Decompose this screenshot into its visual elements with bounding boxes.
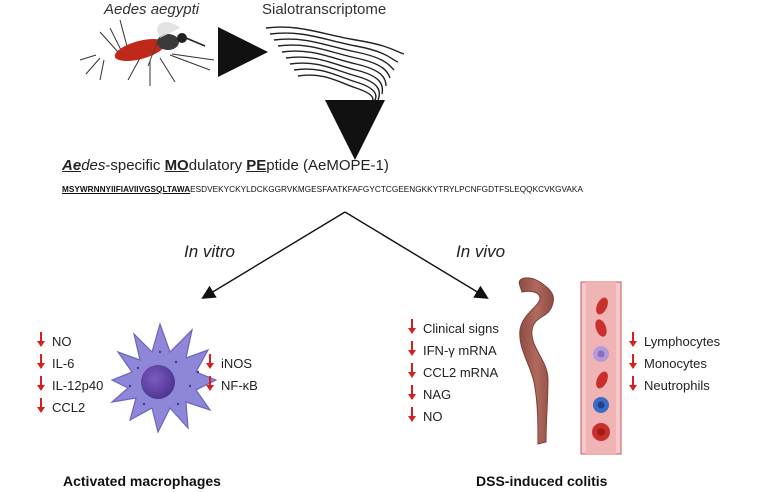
marker-lymphocytes: Lymphocytes [628,330,720,352]
species-label: Aedes aegypti [104,1,200,18]
marker-label: IL-12p40 [52,377,104,393]
down-arrow-icon [205,353,215,373]
blood-vessel-icon [580,281,622,455]
down-arrow-icon [407,340,417,360]
mature-sequence: ESDVEKYCKYLDCKGGRVKMGESFAATKFAFGYCTCGEEN… [190,185,583,194]
down-arrow-icon [36,375,46,395]
marker-label: IL-6 [52,355,75,371]
down-arrow-icon [407,384,417,404]
marker-label: Clinical signs [423,320,499,336]
macrophage-markers-left: NO IL-6 IL-12p40 CCL2 [36,330,103,418]
down-arrow-icon [36,397,46,417]
sialotranscriptome-label: Sialotranscriptome [262,1,387,18]
marker-label: NF-κB [221,377,258,393]
transcriptome-icon [265,26,405,107]
in-vitro-label: In vitro [184,242,236,261]
macrophage-icon [110,322,218,434]
marker-ccl2-mrna: CCL2 mRNA [407,361,499,383]
marker-label: NO [423,408,443,424]
colon-icon [518,277,554,445]
marker-label: IFN-γ mRNA [423,342,497,358]
marker-il6: IL-6 [36,352,103,374]
marker-il12p40: IL-12p40 [36,374,103,396]
marker-label: iNOS [221,355,253,371]
down-arrow-icon [205,375,215,395]
down-arrow-icon [628,331,638,351]
peptide-name-specific: -specific [105,157,165,174]
marker-no: NO [36,330,103,352]
down-arrow-icon [36,353,46,373]
down-arrow-icon [628,353,638,373]
activated-macrophages-label: Activated macrophages [63,473,221,489]
signal-sequence: MSYWRNNYIIFIAVIIVGSQLTAWA [62,185,191,194]
marker-nag: NAG [407,383,499,405]
mosquito-icon [79,19,215,86]
marker-label: CCL2 mRNA [423,364,499,380]
marker-inos: iNOS [205,352,258,374]
down-arrow-icon [36,331,46,351]
down-arrow-icon [407,318,417,338]
marker-ifng-mrna: IFN-γ mRNA [407,339,499,361]
down-arrow-icon [407,406,417,426]
peptide-name-pe-rest: ptide (AeMOPE-1) [266,157,389,174]
down-arrow-icon [407,362,417,382]
marker-label: Lymphocytes [644,333,721,349]
dss-colitis-label: DSS-induced colitis [476,473,608,489]
down-arrow-icon [628,375,638,395]
marker-label: CCL2 [52,399,86,415]
marker-ccl2: CCL2 [36,396,103,418]
marker-nfkb: NF-κB [205,374,258,396]
marker-monocytes: Monocytes [628,352,720,374]
peptide-name: Aedes-specific MOdulatory PEptide (AeMOP… [62,157,389,174]
peptide-name-ae-rest: des [81,157,106,174]
macrophage-markers-right: iNOS NF-κB [205,352,258,396]
cell-markers: Lymphocytes Monocytes Neutrophils [628,330,720,396]
marker-label: Neutrophils [644,377,710,393]
in-vivo-label: In vivo [456,242,506,261]
peptide-name-pe: PE [246,157,267,174]
marker-neutrophils: Neutrophils [628,374,720,396]
marker-no-colitis: NO [407,405,499,427]
peptide-sequence: MSYWRNNYIIFIAVIIVGSQLTAWAESDVEKYCKYLDCKG… [62,185,583,194]
marker-clinical-signs: Clinical signs [407,317,499,339]
peptide-name-mo-rest: dulatory [188,157,247,174]
peptide-name-ae: Ae [62,157,82,174]
marker-label: NO [52,333,72,349]
marker-label: NAG [423,386,452,402]
marker-label: Monocytes [644,355,707,371]
peptide-name-mo: MO [164,157,189,174]
colitis-markers: Clinical signs IFN-γ mRNA CCL2 mRNA NAG … [407,317,499,427]
